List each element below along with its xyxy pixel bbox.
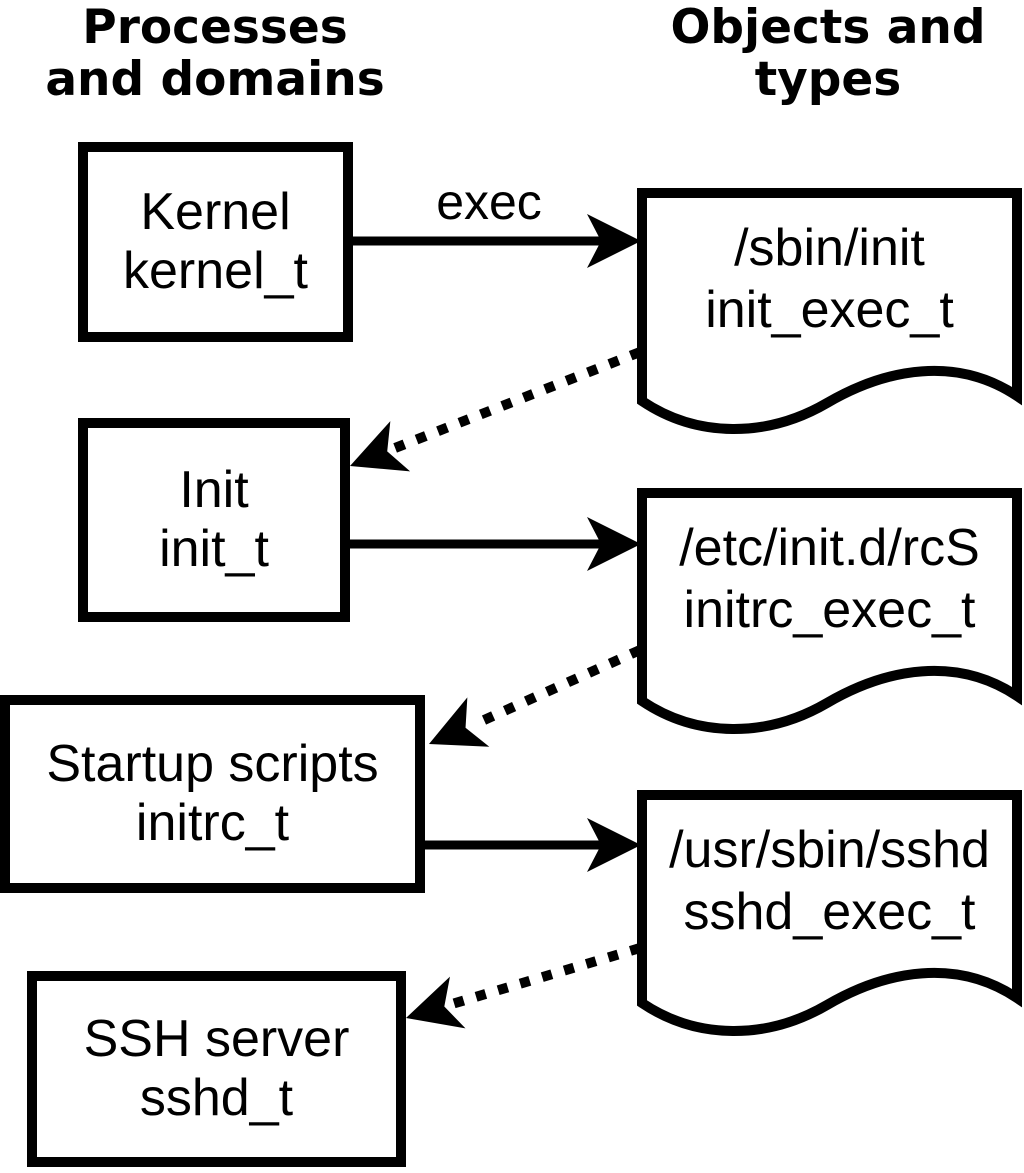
object-type: init_exec_t: [705, 281, 954, 339]
dotted-arrow-sshd-exec-to-sshd: [406, 943, 642, 1029]
process-domain: sshd_t: [139, 1069, 294, 1127]
column-heading-objects: Objects and types: [628, 2, 1024, 106]
exec-arrow-label: exec: [436, 174, 542, 230]
process-name: SSH server: [83, 1010, 350, 1068]
process-box-init: Init init_t: [78, 418, 350, 622]
arrow-head-icon: [587, 214, 641, 268]
doc-label-sbin-init: /sbin/init init_exec_t: [647, 217, 1012, 341]
heading-line: Processes: [82, 0, 348, 55]
object-path: /sbin/init: [734, 219, 925, 277]
object-type: initrc_exec_t: [683, 581, 976, 639]
object-path: /etc/init.d/rcS: [679, 519, 980, 577]
object-type: sshd_exec_t: [683, 883, 976, 941]
arrow-head-icon: [350, 421, 411, 472]
process-box-kernel: Kernel kernel_t: [78, 142, 353, 342]
doc-shape-etc-initd-rcs: [637, 488, 1022, 734]
process-name: Kernel: [140, 183, 291, 241]
arrow-head-icon: [587, 818, 641, 872]
process-domain: kernel_t: [123, 242, 308, 300]
process-domain: init_t: [159, 520, 269, 578]
arrow-head-icon: [587, 517, 641, 571]
heading-line: Objects and: [670, 0, 986, 55]
doc-label-usr-sbin-sshd: /usr/sbin/sshd sshd_exec_t: [647, 819, 1012, 943]
solid-arrow-initrc-to-sshd: [425, 818, 641, 872]
process-domain: initrc_t: [135, 794, 290, 852]
doc-shape-usr-sbin-sshd: [637, 790, 1022, 1036]
column-heading-processes: Processes and domains: [15, 2, 415, 106]
process-box-startup-scripts: Startup scripts initrc_t: [0, 695, 425, 893]
heading-line: and domains: [45, 52, 385, 107]
arrow-head-icon: [429, 697, 490, 747]
solid-arrow-init-to-rcs: [350, 517, 641, 571]
dotted-arrow-sbin-init-to-init: [350, 347, 642, 472]
dotted-arrow-rcs-to-initrc: [429, 645, 643, 747]
object-path: /usr/sbin/sshd: [669, 821, 990, 879]
process-box-ssh-server: SSH server sshd_t: [27, 971, 406, 1167]
doc-label-etc-initd-rcs: /etc/init.d/rcS initrc_exec_t: [647, 517, 1012, 641]
process-name: Init: [179, 461, 249, 519]
process-name: Startup scripts: [46, 735, 379, 793]
doc-shape-sbin-init: [637, 188, 1022, 434]
solid-arrow-kernel-to-sbin-init: [353, 214, 641, 268]
arrow-head-icon: [406, 976, 466, 1029]
heading-line: types: [754, 52, 902, 107]
